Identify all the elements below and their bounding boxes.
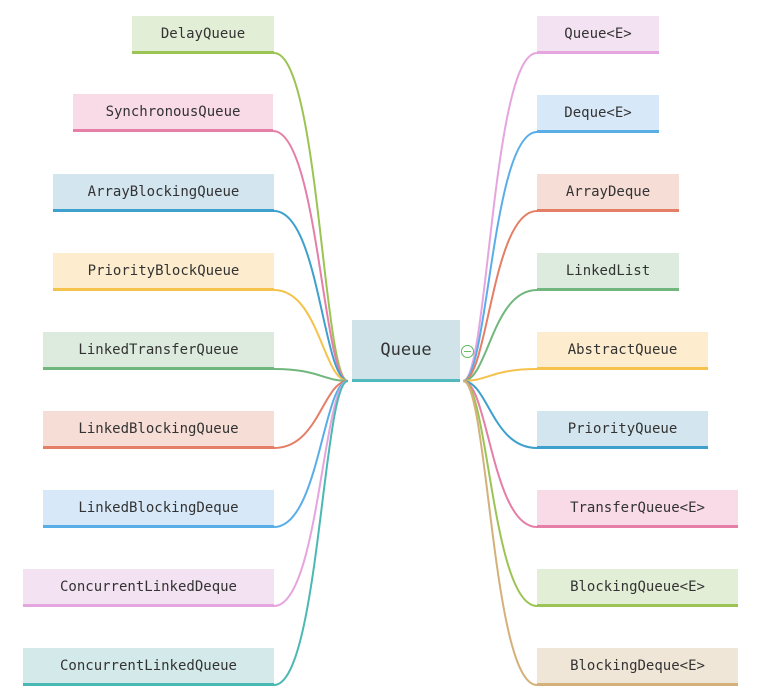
node-concurrentlinkeddeque[interactable]: ConcurrentLinkedDeque (23, 569, 274, 607)
connector-arraydeque (462, 210, 538, 382)
connector-linkedblockingdeque (273, 380, 349, 528)
connector-queue-e (462, 52, 538, 382)
connector-blockingdeque-e (462, 380, 538, 686)
node-label: BlockingQueue<E> (570, 578, 705, 595)
node-linkedtransferqueue[interactable]: LinkedTransferQueue (43, 332, 274, 370)
node-delayqueue[interactable]: DelayQueue (132, 16, 274, 54)
node-label: AbstractQueue (567, 341, 678, 358)
connector-synchronousqueue (272, 130, 349, 382)
node-blockingqueue-e[interactable]: BlockingQueue<E> (537, 569, 738, 607)
connector-concurrentlinkeddeque (273, 380, 349, 607)
node-transferqueue-e[interactable]: TransferQueue<E> (537, 490, 738, 528)
node-linkedlist[interactable]: LinkedList (537, 253, 679, 291)
node-label: TransferQueue<E> (570, 499, 705, 516)
node-label: LinkedTransferQueue (78, 341, 239, 358)
connector-linkedblockingqueue (273, 380, 349, 449)
central-topic[interactable]: Queue (352, 320, 460, 382)
node-queue-e[interactable]: Queue<E> (537, 16, 659, 54)
node-label: Queue<E> (564, 25, 632, 42)
connector-linkedtransferqueue (273, 368, 349, 382)
node-linkedblockingqueue[interactable]: LinkedBlockingQueue (43, 411, 274, 449)
node-label: LinkedList (565, 262, 651, 279)
connector-blockingqueue-e (462, 380, 538, 607)
node-priorityqueue[interactable]: PriorityQueue (537, 411, 708, 449)
connector-delayqueue (273, 52, 349, 382)
node-label: DelayQueue (160, 25, 246, 42)
node-label: ArrayDeque (565, 183, 651, 200)
node-label: Deque<E> (564, 104, 632, 121)
node-priorityblockqueue[interactable]: PriorityBlockQueue (53, 253, 274, 291)
connector-abstractqueue (462, 368, 538, 382)
connector-priorityqueue (462, 380, 538, 449)
node-label: PriorityQueue (567, 420, 678, 437)
connector-concurrentlinkedqueue (273, 380, 349, 686)
node-concurrentlinkedqueue[interactable]: ConcurrentLinkedQueue (23, 648, 274, 686)
node-blockingdeque-e[interactable]: BlockingDeque<E> (537, 648, 738, 686)
node-label: ConcurrentLinkedDeque (59, 578, 237, 595)
node-arrayblockingqueue[interactable]: ArrayBlockingQueue (53, 174, 274, 212)
connector-priorityblockqueue (273, 289, 349, 382)
node-linkedblockingdeque[interactable]: LinkedBlockingDeque (43, 490, 274, 528)
node-label: ConcurrentLinkedQueue (59, 657, 237, 674)
connector-linkedlist (462, 289, 538, 382)
node-label: BlockingDeque<E> (570, 657, 705, 674)
node-abstractqueue[interactable]: AbstractQueue (537, 332, 708, 370)
node-label: SynchronousQueue (105, 103, 241, 120)
connector-transferqueue-e (462, 380, 538, 528)
connector-deque-e (462, 131, 538, 382)
node-synchronousqueue[interactable]: SynchronousQueue (73, 94, 273, 132)
node-label: ArrayBlockingQueue (87, 183, 240, 200)
node-label: LinkedBlockingDeque (78, 499, 239, 516)
node-label: LinkedBlockingQueue (78, 420, 239, 437)
node-deque-e[interactable]: Deque<E> (537, 95, 659, 133)
connector-arrayblockingqueue (273, 210, 349, 382)
minus-circle-icon[interactable]: − (461, 345, 474, 358)
central-topic-label: Queue (380, 339, 432, 360)
node-arraydeque[interactable]: ArrayDeque (537, 174, 679, 212)
node-label: PriorityBlockQueue (87, 262, 240, 279)
